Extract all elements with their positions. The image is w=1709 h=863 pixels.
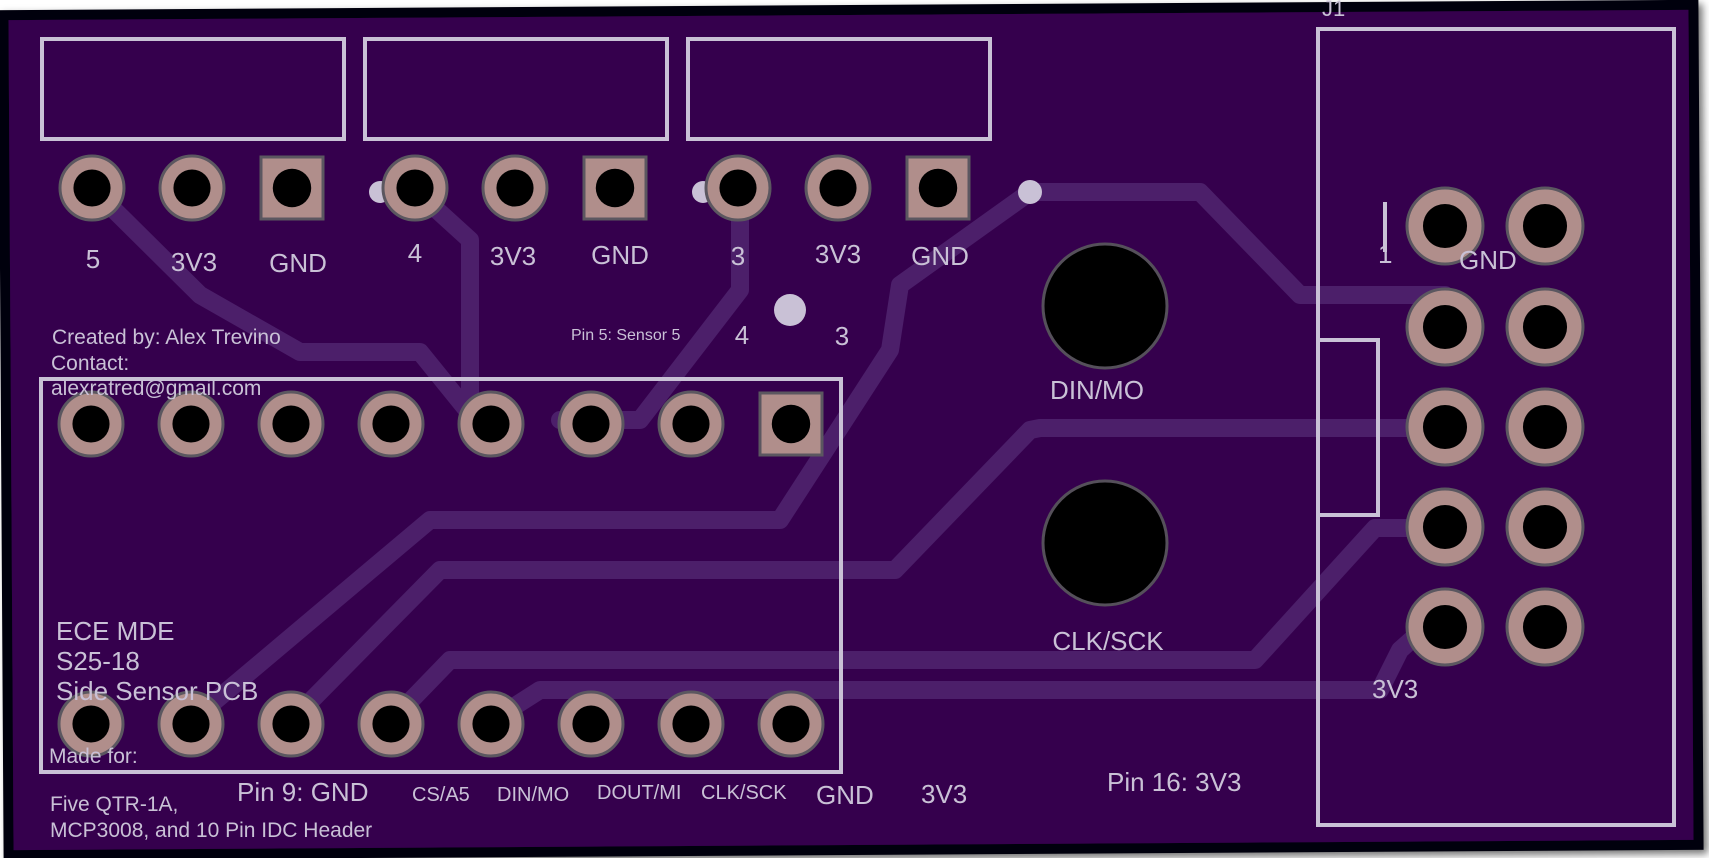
- chip-pad: [157, 690, 225, 758]
- contact-label: Contact:: [51, 352, 129, 375]
- sensor-outline: [363, 37, 669, 141]
- created-by: Created by: Alex Trevino: [52, 326, 281, 349]
- chip-outline: [39, 377, 843, 774]
- chip-pin1-pad: [758, 391, 824, 457]
- pin16-label: Pin 16: 3V3: [1107, 767, 1241, 797]
- sensor1-pin-label: GND: [269, 248, 327, 278]
- chip-pad: [657, 390, 725, 458]
- idc-pad: [1505, 387, 1585, 467]
- project-line: Side Sensor PCB: [56, 676, 258, 706]
- v33-label: 3V3: [921, 779, 967, 809]
- made-for-heading: Made for:: [49, 745, 138, 768]
- sensor-gnd-pad: [905, 155, 971, 221]
- chip-pad: [357, 690, 425, 758]
- idc-pad: [1405, 387, 1485, 467]
- pads: [57, 154, 1585, 758]
- made-for-line: MCP3008, and 10 Pin IDC Header: [50, 819, 372, 842]
- idc-pad: [1405, 287, 1485, 367]
- sensor3-pin-label: 3: [731, 241, 745, 271]
- idc-pin1-label: 1: [1378, 239, 1392, 269]
- sensor-pad: [704, 154, 772, 222]
- chip-pad: [157, 390, 225, 458]
- sensor-pad: [481, 154, 549, 222]
- idc-pad: [1505, 487, 1585, 567]
- silkscreen-outlines: [39, 27, 1676, 827]
- sensor-pad: [58, 154, 126, 222]
- made-for-line: Five QTR-1A,: [50, 793, 178, 816]
- sensor-4-label: 4: [735, 320, 749, 350]
- silkscreen-text: J1 5 3V3 GND 4 3V3 GND 3 3V3 GND Pin 5: …: [49, 0, 1517, 842]
- chip-pad: [257, 690, 325, 758]
- via: [774, 294, 806, 326]
- chip-pad: [57, 390, 125, 458]
- idc-pad: [1405, 487, 1485, 567]
- idc-gnd-label: GND: [1459, 245, 1517, 275]
- contact-email: alexratred@gmail.com: [51, 377, 261, 400]
- sensor-3-label: 3: [835, 321, 849, 351]
- din-label: DIN/MO: [497, 784, 569, 806]
- dout-label: DOUT/MI: [597, 782, 681, 804]
- gnd-label: GND: [816, 780, 874, 810]
- idc-pad: [1505, 587, 1585, 667]
- din-hole-label: DIN/MO: [1050, 375, 1144, 405]
- chip-pad: [457, 390, 525, 458]
- chip-pad: [557, 390, 625, 458]
- project-line: S25-18: [56, 646, 140, 676]
- chip-pad: [657, 690, 725, 758]
- sensor-pad: [158, 154, 226, 222]
- idc-pad: [1405, 186, 1485, 266]
- clk-label: CLK/SCK: [701, 782, 787, 804]
- pin9-label: Pin 9: GND: [237, 777, 369, 807]
- idc-3v3-label: 3V3: [1372, 674, 1418, 704]
- chip-pad: [257, 390, 325, 458]
- mounting-hole-din: [1041, 242, 1169, 370]
- sensor-gnd-pad: [582, 155, 648, 221]
- mounting-holes: [1041, 242, 1169, 607]
- idc-pad: [1505, 186, 1585, 266]
- trace: [281, 419, 1454, 731]
- sensor-gnd-pad: [259, 155, 325, 221]
- trace: [1021, 183, 1454, 304]
- sensor-pad: [804, 154, 872, 222]
- sensor-outline: [40, 37, 346, 141]
- mounting-hole-clk: [1041, 479, 1169, 607]
- chip-pad: [57, 690, 125, 758]
- sensor3-pin-label: 3V3: [815, 239, 861, 269]
- chip-pad: [757, 690, 825, 758]
- idc-pad: [1505, 287, 1585, 367]
- trace: [381, 519, 1454, 731]
- pin5-note: Pin 5: Sensor 5: [571, 327, 681, 344]
- chip-pad: [557, 690, 625, 758]
- chip-pad: [457, 690, 525, 758]
- idc-header-key: [1318, 338, 1380, 517]
- idc-header-outline: [1316, 27, 1676, 827]
- via: [1018, 180, 1042, 204]
- project-line: ECE MDE: [56, 616, 174, 646]
- trace: [181, 183, 1039, 731]
- sensor3-pin-label: GND: [911, 241, 969, 271]
- sensor1-pin-label: 5: [86, 244, 100, 274]
- sensor1-pin-label: 3V3: [171, 247, 217, 277]
- sensor-pad: [381, 154, 449, 222]
- sensor2-pin-label: GND: [591, 240, 649, 270]
- clk-hole-label: CLK/SCK: [1052, 626, 1164, 656]
- chip-pad: [357, 390, 425, 458]
- idc-pad: [1405, 587, 1485, 667]
- header-label-fragment: J1: [1322, 0, 1345, 21]
- sensor2-pin-label: 3V3: [490, 241, 536, 271]
- sensor-outline: [686, 37, 992, 141]
- sensor2-pin-label: 4: [408, 238, 422, 268]
- cs-label: CS/A5: [412, 784, 470, 806]
